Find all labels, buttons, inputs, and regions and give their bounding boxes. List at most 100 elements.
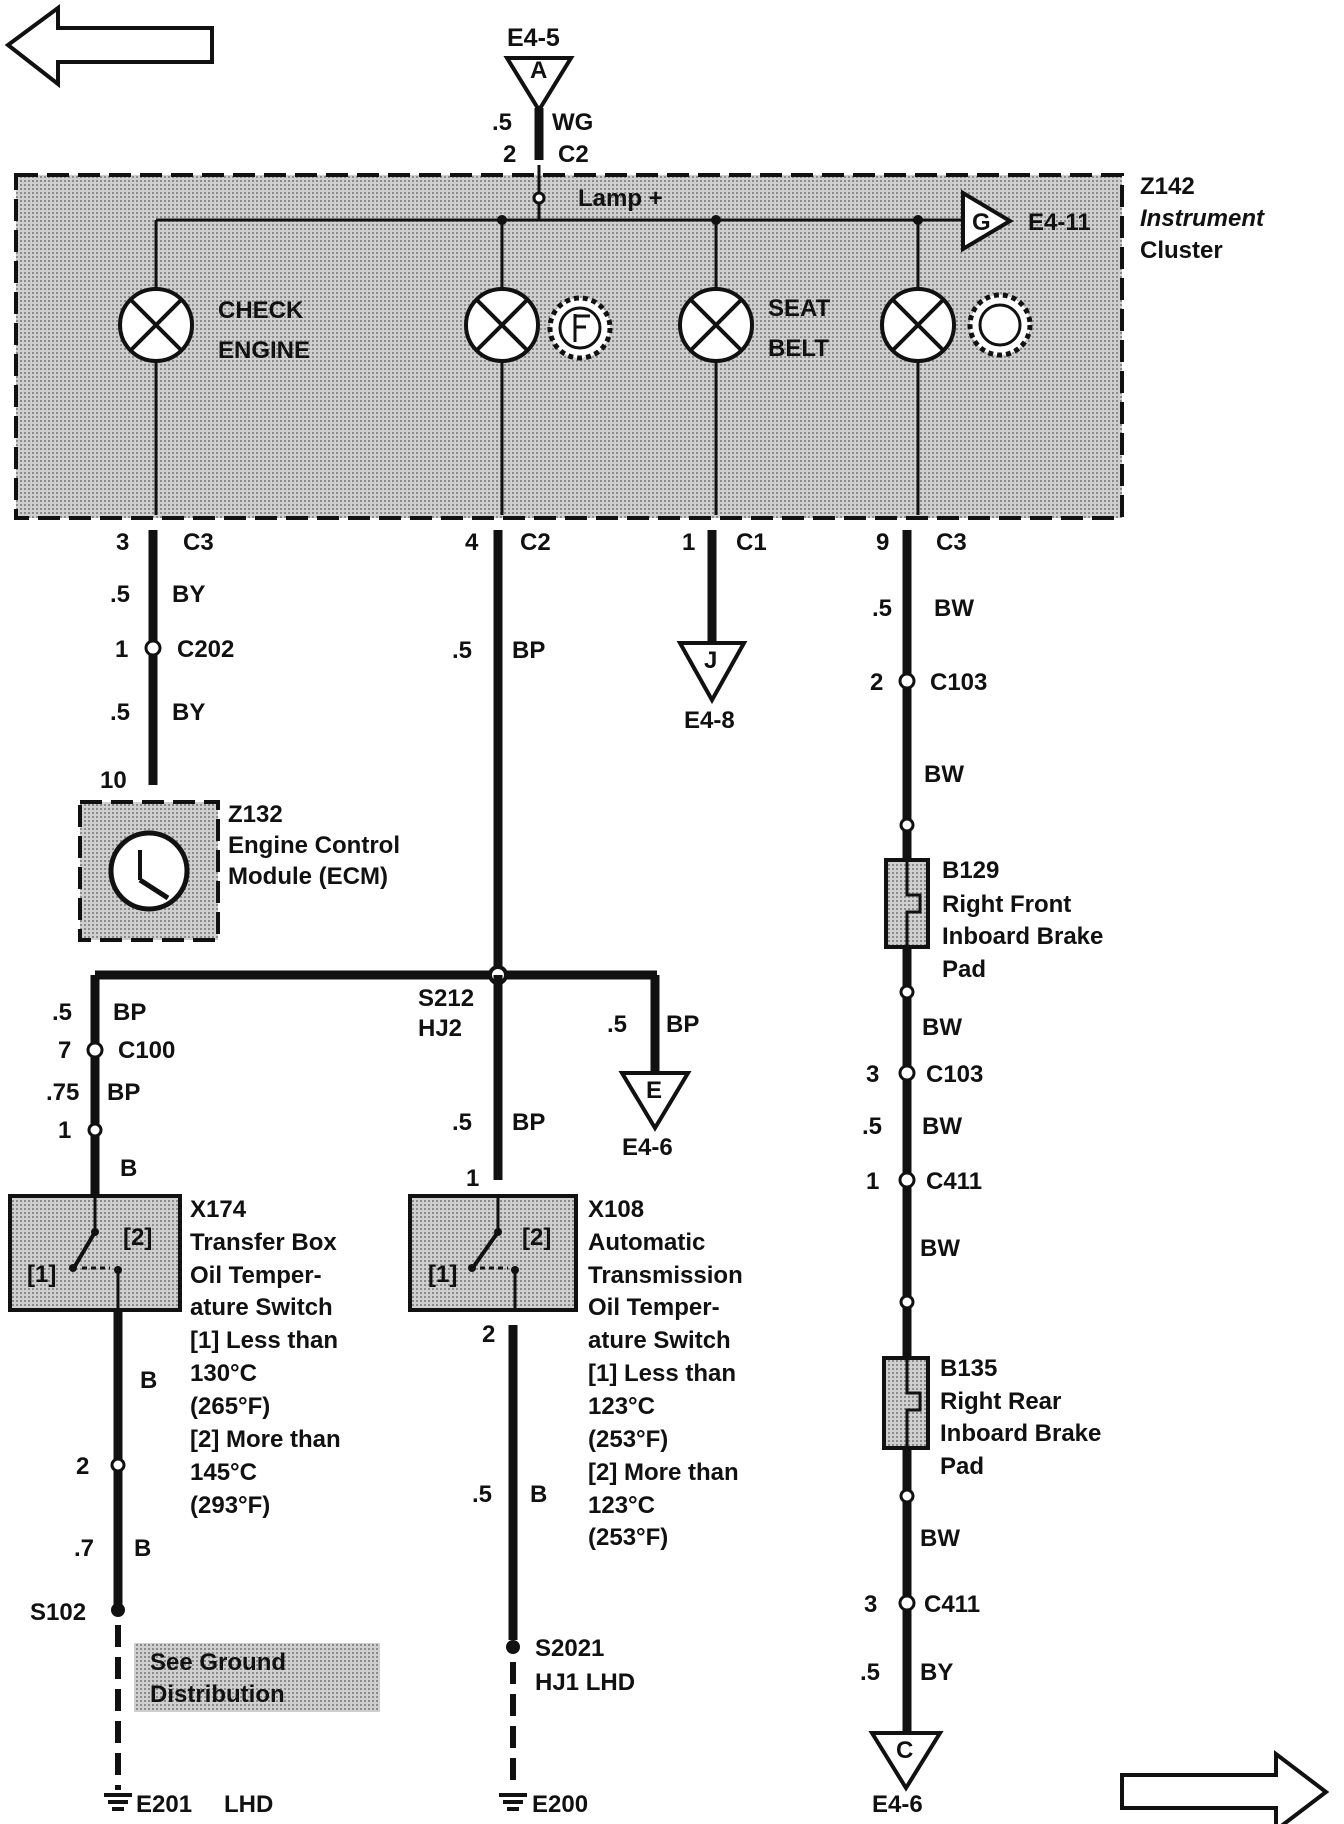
b129-line1: Right Front	[942, 891, 1071, 918]
x174-color: B	[134, 1535, 151, 1562]
transfer-gear-symbol-icon	[547, 295, 613, 361]
x108-pin2: 2	[482, 1321, 495, 1348]
connector-letter-g: G	[972, 209, 991, 236]
x108-in-pin: 1	[466, 1165, 479, 1192]
conn-check-engine: C3	[183, 529, 214, 556]
ground-note-box	[134, 1643, 380, 1712]
x174-s2c: (293°F)	[190, 1492, 270, 1519]
seat-belt-lamp-icon	[678, 287, 754, 363]
x108-line2: Transmission	[588, 1262, 743, 1289]
left-gauge: .5	[52, 999, 72, 1026]
ground-e200-icon	[499, 1793, 527, 1811]
pin-brake: 9	[876, 529, 889, 556]
seat-belt-line2: BELT	[768, 335, 829, 362]
x108-pos2: [2]	[522, 1224, 551, 1251]
conn-c2-top: C2	[558, 141, 589, 168]
connector-letter-e: E	[646, 1077, 662, 1104]
splice-s212-id: S212	[418, 985, 474, 1012]
b135-line3: Pad	[940, 1453, 984, 1480]
x108-id: X108	[588, 1196, 644, 1223]
cluster-name-2: Cluster	[1140, 237, 1223, 264]
right-arrow-icon[interactable]	[1120, 1749, 1330, 1824]
x174-s1b: 130°C	[190, 1360, 257, 1387]
ground-e201-icon	[104, 1793, 132, 1811]
connector-letter-a: A	[530, 57, 547, 84]
conn-seat-belt: C1	[736, 529, 767, 556]
conn-brake: C3	[936, 529, 967, 556]
brake-lamp-icon	[880, 287, 956, 363]
ref-e4-6-bottom: E4-6	[872, 1791, 923, 1818]
ground-note-2: Distribution	[150, 1681, 285, 1708]
left-arrow-icon[interactable]	[4, 4, 214, 89]
x174-pin2: 2	[76, 1453, 89, 1480]
c103b-pin: 3	[866, 1061, 879, 1088]
connector-a-top: E4-5 A .5 WG 2 C2	[492, 24, 593, 168]
splice-s2021: S2021	[535, 1635, 604, 1662]
x108-switch: [1] [2] X108 Automatic Transmission Oil …	[408, 975, 743, 1551]
x174-s2b: 145°C	[190, 1459, 257, 1486]
ground-e200: E200	[532, 1791, 588, 1818]
check-engine-lamp-icon	[118, 287, 194, 363]
brake-color-3: BW	[922, 1014, 962, 1041]
cluster-id: Z142	[1140, 173, 1195, 200]
seat-belt-branch: J E4-8	[676, 530, 748, 734]
b135-line2: Inboard Brake	[940, 1420, 1101, 1447]
ecm-gauge-1: .5	[110, 581, 130, 608]
pin-seat-belt: 1	[682, 529, 695, 556]
c411-pin: 1	[866, 1168, 879, 1195]
ground-e201-note: LHD	[224, 1791, 273, 1818]
brake-gauge-1: .5	[872, 595, 892, 622]
lamp-plus-label: Lamp +	[578, 185, 663, 212]
brake-warning-symbol-icon	[967, 292, 1033, 358]
connector-letter-c: C	[896, 1737, 913, 1764]
instrument-cluster: Z142 Instrument Cluster Lamp + G E4-11 C…	[14, 165, 1265, 520]
pin-top: 2	[503, 141, 516, 168]
check-engine-line2: ENGINE	[218, 337, 310, 364]
mid-gauge: .5	[452, 1109, 472, 1136]
splice-s212-code: HJ2	[418, 1015, 462, 1042]
splice-s2021-code: HJ1 LHD	[535, 1669, 635, 1696]
brake-color-1: BW	[934, 595, 974, 622]
c103-label: C103	[930, 669, 987, 696]
cluster-name-1: Instrument	[1140, 205, 1265, 232]
ecm-branch: .5 BY 1 C202 .5 BY 10 Z132 Engine Contro…	[78, 530, 400, 942]
ecm-gauge-2: .5	[110, 699, 130, 726]
x174-id: X174	[190, 1196, 247, 1223]
x108-s2c: (253°F)	[588, 1524, 668, 1551]
ground-note-1: See Ground	[150, 1649, 286, 1676]
ecm-color-2: BY	[172, 699, 205, 726]
c411-label: C411	[926, 1168, 982, 1195]
x108-line3: Oil Temper-	[588, 1294, 720, 1321]
x108-s2b: 123°C	[588, 1492, 655, 1519]
x174-line1: Transfer Box	[190, 1229, 337, 1256]
b135-line1: Right Rear	[940, 1388, 1061, 1415]
x108-s2a: [2] More than	[588, 1459, 739, 1486]
ref-e4-11: E4-11	[1028, 209, 1091, 236]
c103-pin: 2	[870, 669, 883, 696]
mid-color: BP	[512, 1109, 545, 1136]
pin-check-engine: 3	[116, 529, 129, 556]
x174-pos1: [1]	[27, 1261, 56, 1288]
left-color: BP	[113, 999, 146, 1026]
x174-gauge: .7	[74, 1535, 94, 1562]
transfer-lamp-icon	[464, 287, 540, 363]
x108-color: B	[530, 1481, 547, 1508]
c100-pin: 7	[58, 1037, 71, 1064]
b129-line2: Inboard Brake	[942, 923, 1103, 950]
gauge-top: .5	[492, 109, 512, 136]
c411b-pin: 3	[864, 1591, 877, 1618]
splice-s102: S102	[30, 1599, 86, 1626]
left-color-3: B	[120, 1155, 137, 1182]
left-gauge-2: .75	[46, 1079, 79, 1106]
x108-s1b: 123°C	[588, 1393, 655, 1420]
conn-transfer: C2	[520, 529, 551, 556]
x174-pos2: [2]	[123, 1224, 152, 1251]
brake-gauge-7: .5	[860, 1659, 880, 1686]
connector-letter-j: J	[704, 647, 717, 674]
color-wg: WG	[552, 109, 593, 136]
c411b-label: C411	[924, 1591, 980, 1618]
x108-line4: ature Switch	[588, 1327, 731, 1354]
x174-switch: [1] [2] X174 Transfer Box Oil Temper- at…	[8, 1194, 341, 1519]
x174-s2a: [2] More than	[190, 1426, 341, 1453]
pin-transfer: 4	[465, 529, 479, 556]
